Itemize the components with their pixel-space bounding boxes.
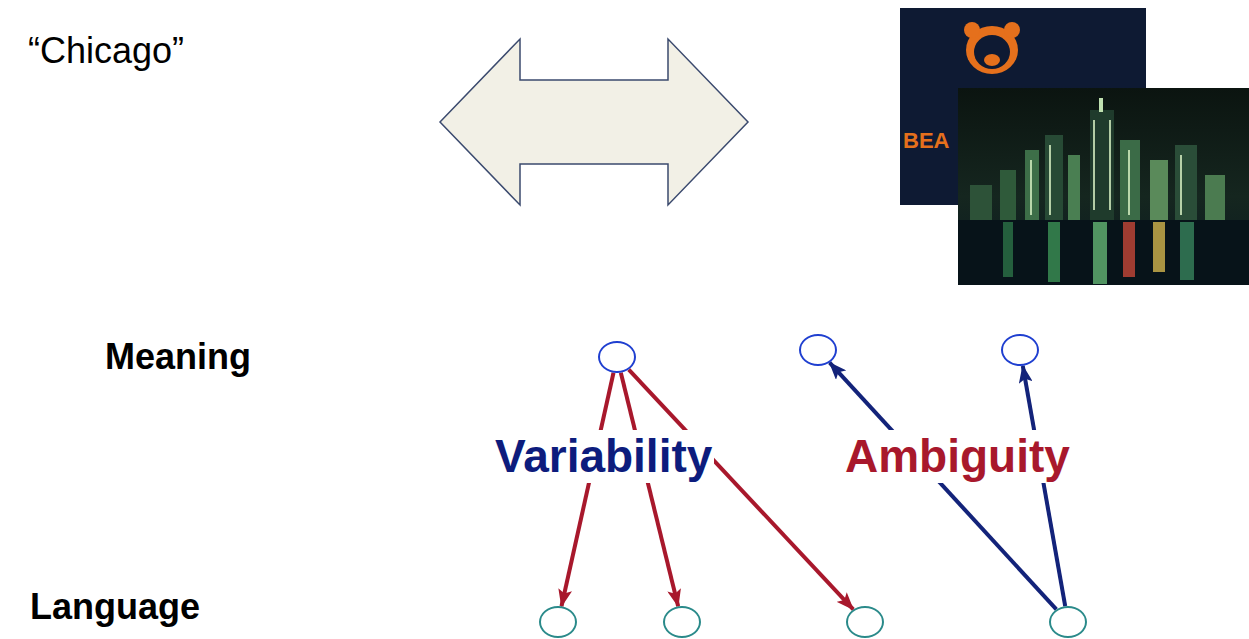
language-circle <box>1049 606 1087 638</box>
language-circle <box>846 606 884 638</box>
language-circle <box>539 606 577 638</box>
meaning-circle <box>1001 334 1039 366</box>
double-arrow <box>440 39 748 205</box>
term-label: “Chicago” <box>28 30 184 71</box>
mapping-arrow <box>629 370 853 610</box>
meaning-circle <box>799 334 837 366</box>
row-label: Meaning <box>105 336 251 377</box>
skyline-photo <box>958 88 1249 285</box>
mapping-arrow <box>1023 366 1065 606</box>
concept-label: Ambiguity <box>843 430 1072 483</box>
logo-text: BEA <box>903 128 949 153</box>
mapping-arrow <box>621 373 678 607</box>
row-label: Language <box>30 586 200 627</box>
concept-label: Variability <box>493 430 714 483</box>
language-circle <box>663 606 701 638</box>
mapping-arrow <box>830 363 1057 610</box>
mapping-arrow <box>562 373 614 607</box>
meaning-circle <box>598 341 636 373</box>
